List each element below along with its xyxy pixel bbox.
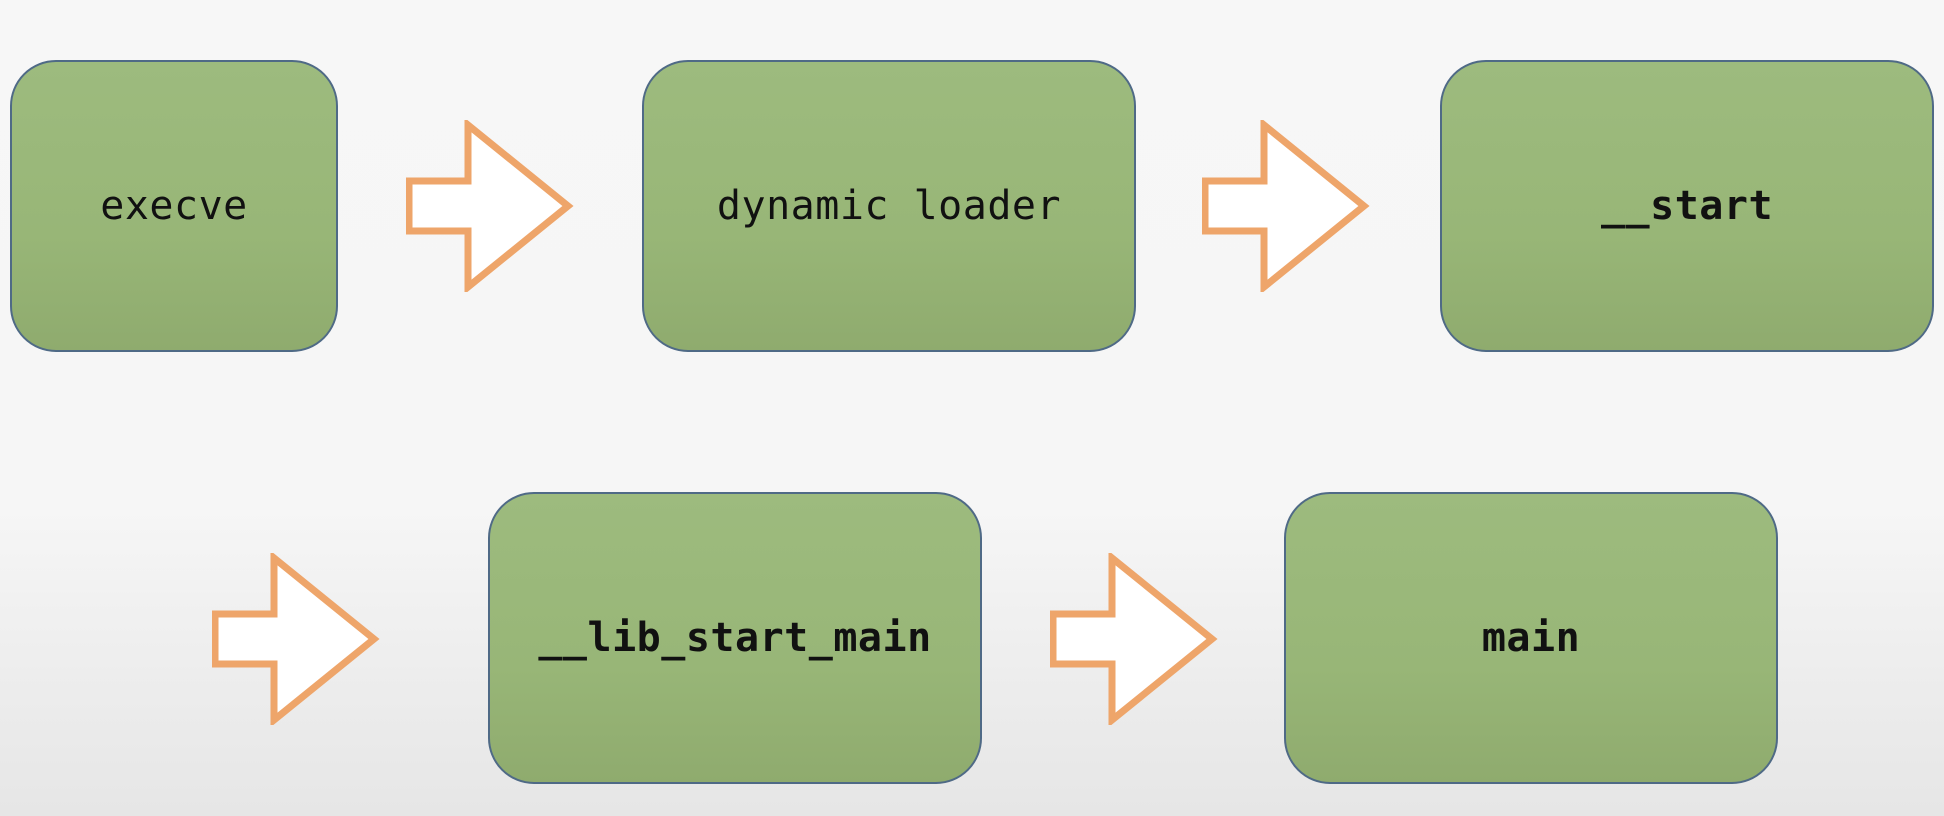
arrow-right-icon [1050,553,1218,725]
node-start: __start [1440,60,1934,352]
node-dynamic-loader-label: dynamic loader [716,183,1062,229]
node-dynamic-loader: dynamic loader [642,60,1136,352]
node-lib-start-main: __lib_start_main [488,492,982,784]
node-main: main [1284,492,1778,784]
node-start-label: __start [1600,183,1774,229]
node-execve: execve [10,60,338,352]
arrow-right-icon [406,120,574,292]
node-main-label: main [1481,615,1581,661]
node-lib-start-main-label: __lib_start_main [538,615,932,661]
node-execve-label: execve [100,183,248,229]
arrow-right-icon [212,553,380,725]
arrow-right-icon [1202,120,1370,292]
